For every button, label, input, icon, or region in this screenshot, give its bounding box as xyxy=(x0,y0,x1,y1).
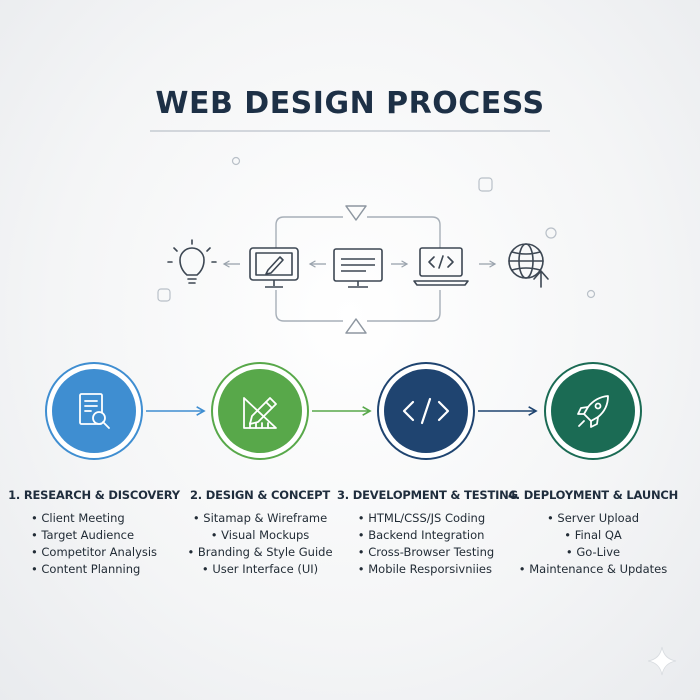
decor-circle xyxy=(586,289,596,299)
step-3-details: 3. DEVELOPMENT & TESTING HTML/CSS/JS Cod… xyxy=(337,488,518,578)
step-3-list: HTML/CSS/JS Coding Backend Integration C… xyxy=(358,510,494,578)
tablet-pen-icon xyxy=(249,247,299,288)
step-4-list: Server Upload Final QA Go-Live Maintenan… xyxy=(504,510,682,578)
step-1-list: Client Meeting Target Audience Competito… xyxy=(31,510,157,578)
list-item: Cross-Browser Testing xyxy=(358,544,494,561)
cycle-arrow-up-icon xyxy=(345,318,367,334)
step-4-title: 4. DEPLOYMENT & LAUNCH xyxy=(507,488,679,502)
list-item: Client Meeting xyxy=(31,510,157,527)
globe-upload-icon xyxy=(508,243,549,288)
list-item: Final QA xyxy=(504,527,682,544)
step-1-circle xyxy=(45,362,143,460)
list-item: Competitor Analysis xyxy=(31,544,157,561)
list-item: Mobile Resporsivniies xyxy=(358,561,494,578)
list-item: HTML/CSS/JS Coding xyxy=(358,510,494,527)
step-4-details: 4. DEPLOYMENT & LAUNCH Server Upload Fin… xyxy=(504,488,682,578)
step-4-circle xyxy=(544,362,642,460)
step-2-details: 2. DESIGN & CONCEPT Sitamap & Wireframe … xyxy=(171,488,349,578)
list-item: Content Planning xyxy=(31,561,157,578)
list-item: Branding & Style Guide xyxy=(171,544,349,561)
step-2-circle xyxy=(211,362,309,460)
step-2-list: Sitamap & Wireframe Visual Mockups Brand… xyxy=(171,510,349,578)
list-item: Go-Live xyxy=(504,544,682,561)
decor-circle xyxy=(545,227,557,239)
document-search-icon xyxy=(79,393,110,429)
list-item: Backend Integration xyxy=(358,527,494,544)
cycle-arrow-down-icon xyxy=(345,205,367,221)
step-3-title: 3. DEVELOPMENT & TESTING xyxy=(337,488,518,502)
list-item: Visual Mockups xyxy=(171,527,349,544)
laptop-code-icon xyxy=(413,247,469,286)
lightbulb-icon xyxy=(167,239,217,284)
list-item: Maintenance & Updates xyxy=(504,561,682,578)
pencil-ruler-icon xyxy=(243,397,277,429)
list-item: Target Audience xyxy=(31,527,157,544)
decor-square xyxy=(157,288,171,302)
monitor-list-icon xyxy=(333,248,383,288)
step-1-title: 1. RESEARCH & DISCOVERY xyxy=(8,488,180,502)
list-item: Server Upload xyxy=(504,510,682,527)
sparkle-icon xyxy=(647,646,677,676)
rocket-icon xyxy=(577,395,609,428)
step-2-title: 2. DESIGN & CONCEPT xyxy=(189,488,331,502)
list-item: User Interface (UI) xyxy=(171,561,349,578)
cycle-frame xyxy=(275,216,441,322)
step-1-details: 1. RESEARCH & DISCOVERY Client Meeting T… xyxy=(5,488,183,578)
decor-circle xyxy=(231,156,241,166)
code-icon xyxy=(402,397,450,425)
page-title: WEB DESIGN PROCESS xyxy=(155,86,545,121)
list-item: Sitamap & Wireframe xyxy=(171,510,349,527)
decor-square xyxy=(478,177,493,192)
